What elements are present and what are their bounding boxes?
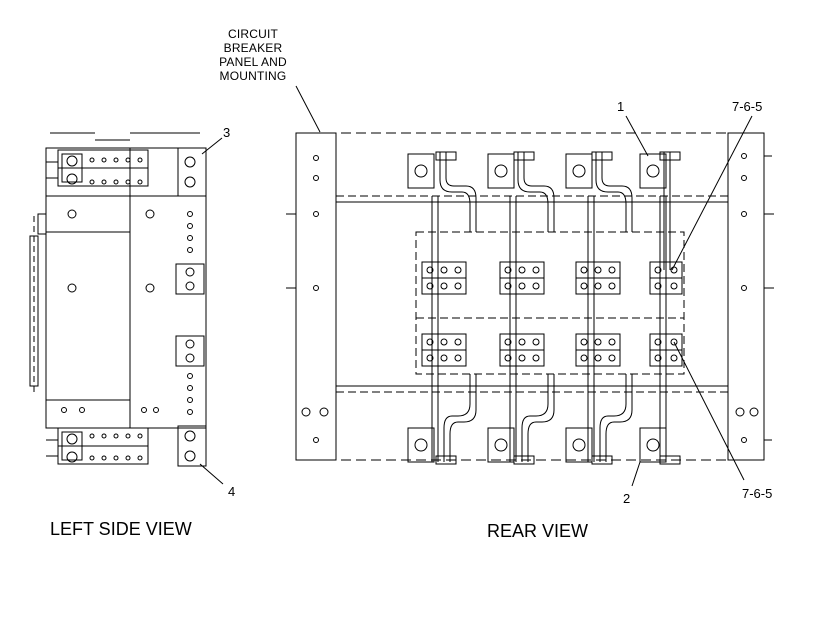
panel-label-line-1: CIRCUIT — [228, 27, 279, 41]
rear-view-caption: REAR VIEW — [487, 521, 588, 541]
bus-bars — [431, 151, 681, 465]
leader-ref-top — [671, 115, 753, 271]
leader-3 — [201, 137, 223, 155]
panel-label: CIRCUIT BREAKER PANEL AND MOUNTING — [219, 27, 287, 83]
callout-4: 4 — [228, 484, 235, 499]
panel-label-leader — [295, 85, 321, 133]
breaker-terminals-upper — [421, 261, 683, 295]
callouts: 3 4 1 2 7-6-5 7-6-5 — [199, 99, 772, 506]
callout-3: 3 — [223, 125, 230, 140]
rear-view — [286, 132, 774, 465]
panel-label-line-3: PANEL AND — [219, 55, 287, 69]
left-side-view-caption: LEFT SIDE VIEW — [50, 519, 192, 539]
panel-label-line-4: MOUNTING — [220, 69, 287, 83]
ref-bottom: 7-6-5 — [742, 486, 772, 501]
breaker-terminals-lower — [421, 333, 683, 367]
callout-2: 2 — [623, 491, 630, 506]
left-side-view — [29, 132, 207, 467]
leader-1 — [625, 115, 649, 157]
ref-top: 7-6-5 — [732, 99, 762, 114]
panel-label-line-2: BREAKER — [224, 41, 283, 55]
leader-ref-bottom — [673, 341, 745, 481]
leader-4 — [199, 463, 224, 485]
callout-1: 1 — [617, 99, 624, 114]
leader-2 — [631, 461, 641, 487]
